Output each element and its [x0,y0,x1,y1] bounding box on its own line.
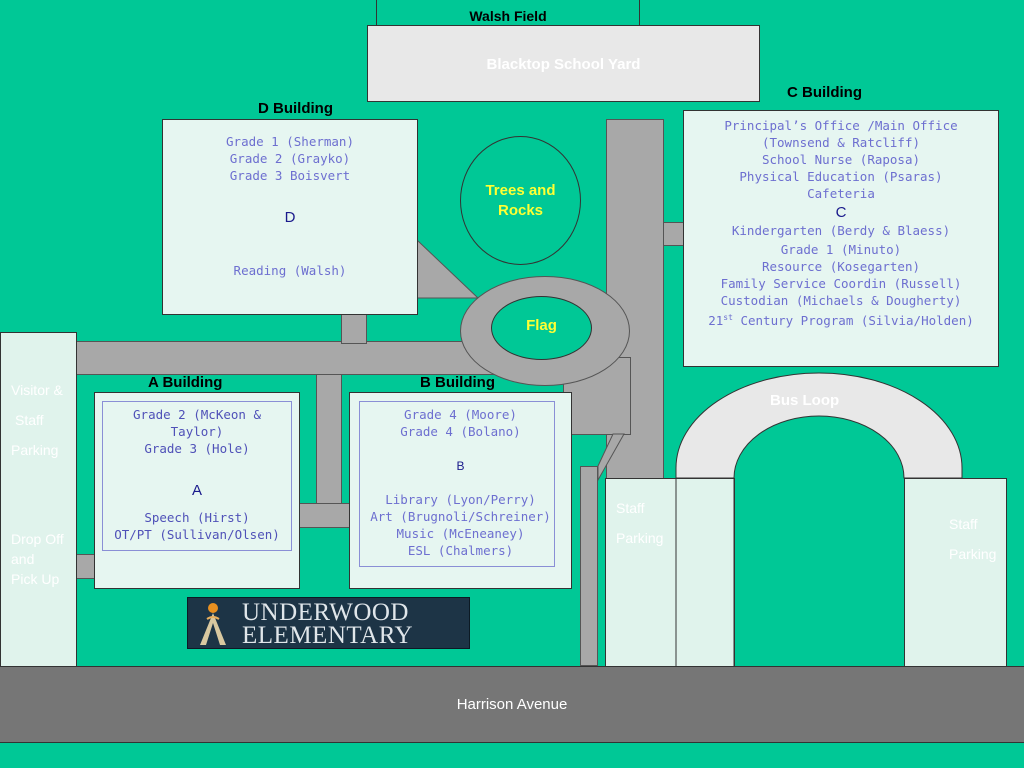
b-building-rooms-bottom: Library (Lyon/Perry) Art (Brugnoli/Schre… [350,491,571,559]
program-rest: Century Program (Silvia/Holden) [732,313,974,329]
room-line: Cafeteria [807,186,875,201]
program-sup: st [723,313,733,322]
visitor-staff-parking: Visitor & Staff Parking Drop Off and Pic… [0,332,77,667]
c-building-label: C Building [787,84,862,101]
room-line: Kindergarten (Berdy & Blaess) [731,223,951,238]
room-line: ESL (Chalmers) [407,543,514,558]
text-line: Parking [616,530,664,546]
b-building-rooms-top: Grade 4 (Moore) Grade 4 (Bolano) [350,406,571,440]
staff-parking-left: Staff Parking [605,478,735,667]
c-building-rooms-top: Principal’s Office /Main Office (Townsen… [684,117,998,202]
harrison-avenue: Harrison Avenue [0,666,1024,743]
logo-text-value: UNDERWOOD ELEMENTARY [242,599,414,649]
a-building-label: A Building [148,374,223,391]
room-line: OT/PT (Sullivan/Olsen) [114,527,280,542]
bus-loop-arch [675,372,963,479]
room-line: Grade 1 (Minuto) [780,242,902,257]
room-line: Physical Education (Psaras) [739,169,943,184]
d-building-reading: Reading (Walsh) [233,263,347,278]
a-building-inner [102,401,292,551]
staff-parking-right: Staff Parking [904,478,1007,667]
room-line: Principal’s Office /Main Office [724,118,958,133]
room-line: Grade 4 (Bolano) [400,424,521,439]
b-building-label: B Building [420,374,495,391]
c-building: Principal’s Office /Main Office (Townsen… [683,110,999,367]
c-building-letter: C [835,204,847,221]
room-line: Library (Lyon/Perry) [385,492,536,507]
room-line: School Nurse (Raposa) [761,152,921,167]
text-line: Staff [616,500,645,516]
text-line: Visitor & [11,382,63,398]
room-line: Grade 3 (Hole) [144,441,250,456]
logo-text: UNDERWOOD ELEMENTARY [242,599,466,649]
room-line: Music (McEneaney) [396,526,525,541]
trees-rocks-label: Trees and Rocks [485,182,556,219]
a-building-rooms-bottom: Speech (Hirst) OT/PT (Sullivan/Olsen) [95,509,299,543]
text-line: Parking [11,442,59,458]
bus-loop-label: Bus Loop [770,392,840,409]
walkway-diagonal-bus [597,433,625,482]
room-line: Grade 2 (McKeon & [133,407,261,422]
flag-label: Flag [526,317,557,334]
c-building-rooms-bottom: Kindergarten (Berdy & Blaess) Grade 1 (M… [684,222,998,329]
underwood-logo: UNDERWOOD ELEMENTARY [187,597,470,649]
room-line: Grade 1 (Sherman) [226,134,354,149]
flag-island: Flag [491,296,592,360]
staff-parking-left-text: Staff Parking [616,493,663,553]
room-line: Custodian (Michaels & Dougherty) [720,293,962,308]
drop-off-text: Drop Off and Pick Up [11,529,64,589]
street-label: Harrison Avenue [456,696,568,713]
visitor-parking-text: Visitor & Staff Parking [11,375,63,465]
program-prefix: 21 [708,313,724,329]
trees-and-rocks: Trees and Rocks [460,136,581,265]
b-building-letter: B [456,459,465,473]
text-line: Drop Off [11,531,64,547]
room-line: Grade 2 (Grayko) [229,151,351,166]
walkway-vertical-a-b [316,374,342,504]
room-line: Resource (Kosegarten) [761,259,921,274]
d-building-label: D Building [258,100,333,117]
text-line: Pick Up [11,571,60,587]
a-building: Grade 2 (McKeon & Taylor) Grade 3 (Hole)… [94,392,300,589]
blacktop-label: Blacktop School Yard [486,56,641,73]
d-building-letter: D [284,209,296,226]
a-building-letter: A [191,482,202,499]
d-building-rooms: Grade 1 (Sherman) Grade 2 (Grayko) Grade… [163,133,417,184]
room-line: Art (Brugnoli/Schreiner) [370,509,551,524]
program-line: 21st Century Program (Silvia/Holden) [684,309,998,329]
b-building: Grade 4 (Moore) Grade 4 (Bolano) B Libra… [349,392,572,589]
room-line: Grade 3 Boisvert [229,168,351,183]
bus-loop-left-leg [675,477,735,668]
b-building-inner [359,401,555,567]
text-line: and [11,551,35,567]
room-line: Taylor) [170,424,224,439]
logo-emblem-icon [200,603,226,645]
room-line: Speech (Hirst) [144,510,250,525]
room-line: Family Service Coordin (Russell) [720,276,962,291]
room-line: Grade 4 (Moore) [404,407,517,422]
text-line: Staff [949,516,978,532]
staff-parking-right-text: Staff Parking [949,509,996,569]
text-line: Parking [949,546,997,562]
blacktop-school-yard: Blacktop School Yard [367,25,760,102]
walsh-field-label: Walsh Field [469,8,547,24]
d-building: Grade 1 (Sherman) Grade 2 (Grayko) Grade… [162,119,418,315]
room-line: (Townsend & Ratcliff) [761,135,921,150]
walkway-to-street [580,466,598,666]
main-walkway [76,341,496,375]
text-line: Staff [15,412,44,428]
a-building-rooms-top: Grade 2 (McKeon & Taylor) Grade 3 (Hole) [95,406,299,457]
